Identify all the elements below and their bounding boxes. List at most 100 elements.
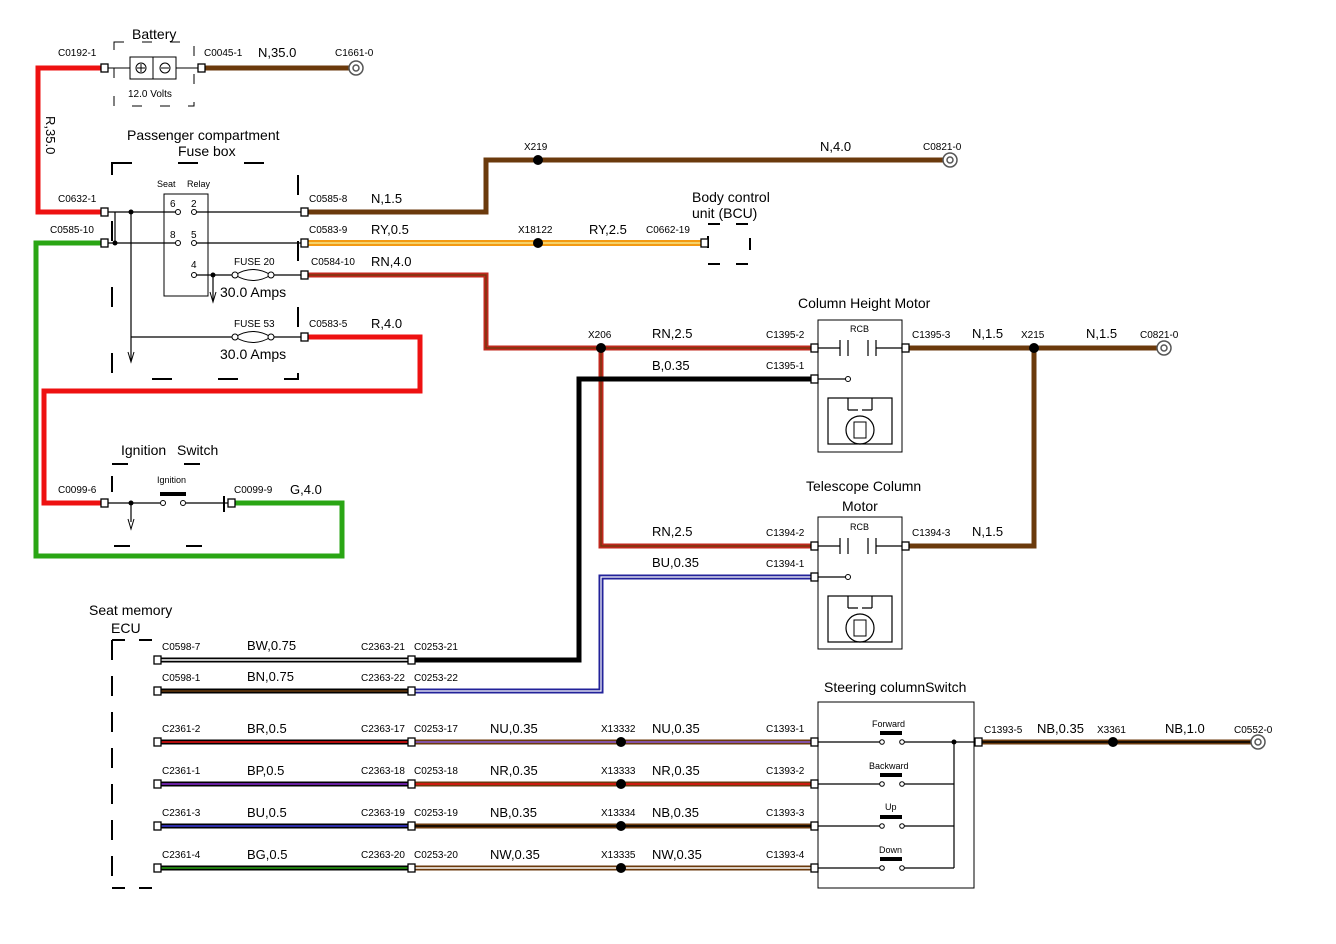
bcu-title-1: Body control	[692, 189, 770, 205]
battery-plus-icon	[135, 62, 147, 74]
switch-forward: Forward	[872, 719, 905, 729]
seat-relay	[163, 193, 209, 297]
wire-r40	[41, 334, 423, 506]
conn-c0584-10: C0584-10	[311, 257, 355, 268]
column-height-motor: Column Height Motor RCB	[798, 295, 931, 453]
wire-label: NB,0.35	[490, 805, 537, 820]
ground-c0821-b: C0821-0	[1140, 330, 1179, 341]
wire-label: RN,2.5	[652, 524, 692, 539]
steering-pin: C1393-2	[766, 766, 805, 777]
inline-conn: C0253-18	[414, 766, 458, 777]
inline-conn: C0253-19	[414, 808, 458, 819]
switch-down: Down	[879, 845, 902, 855]
ecu-pin: C2361-3	[162, 808, 201, 819]
wire-label: R,35.0	[43, 116, 58, 154]
fuse53-rating: 30.0 Amps	[220, 346, 286, 362]
wire-label: NW,0.35	[652, 847, 702, 862]
wire-label: G,4.0	[290, 482, 322, 497]
fuse53-label: FUSE 53	[234, 319, 275, 330]
wire-label: BG,0.5	[247, 847, 287, 862]
conn-c0583-9: C0583-9	[309, 225, 348, 236]
splice-label: X206	[588, 330, 612, 341]
ecu-title-2: ECU	[111, 620, 141, 636]
ground-c0821-a: C0821-0	[923, 142, 962, 153]
conn-c0585-10: C0585-10	[50, 225, 94, 236]
relay-pin-5: 5	[191, 230, 197, 241]
splice-x215	[1029, 343, 1039, 353]
switch-backward: Backward	[869, 761, 909, 771]
splice-label: X215	[1021, 330, 1045, 341]
splice-x3361	[1108, 737, 1118, 747]
splice-x13335	[616, 863, 626, 873]
wire-label: NU,0.35	[652, 721, 700, 736]
bcu-title-2: unit (BCU)	[692, 205, 757, 221]
ground-arrow-icon	[127, 518, 135, 531]
splice-x206	[596, 343, 606, 353]
ground-eyelets	[348, 60, 1266, 750]
wire-label: RN,2.5	[652, 326, 692, 341]
inline-conn: C0253-21	[414, 642, 458, 653]
fuse-53-icon	[231, 331, 275, 343]
wires	[33, 65, 1252, 871]
ground-c1661-icon	[348, 60, 364, 76]
inline-conn: C2363-21	[361, 642, 405, 653]
ecu-pin: C2361-4	[162, 850, 201, 861]
height-rcb: RCB	[850, 324, 869, 334]
ecu-pin: C2361-2	[162, 724, 201, 735]
fuse-box: Passenger compartment Fuse box Seat Rela…	[108, 127, 301, 380]
inline-conn: C2363-22	[361, 673, 405, 684]
wire-label: R,4.0	[371, 316, 402, 331]
conn-c0045: C0045-1	[204, 48, 243, 59]
splice-label: X13335	[601, 850, 636, 861]
wire-g40	[33, 240, 345, 559]
ground-c1661: C1661-0	[335, 48, 374, 59]
steering-column-switch: Steering columnSwitch Forward Backward U…	[814, 679, 982, 889]
fuse20-rating: 30.0 Amps	[220, 284, 286, 300]
ecu-pin: C0598-7	[162, 642, 201, 653]
splice-label: X18122	[518, 225, 553, 236]
splice-label: X13332	[601, 724, 636, 735]
steering-pin: C1393-3	[766, 808, 805, 819]
conn-c0585-8: C0585-8	[309, 194, 348, 205]
ignition-inner: Ignition	[157, 475, 186, 485]
relay-pin-4: 4	[191, 260, 197, 271]
ignition-switch: Ignition Switch Ignition	[108, 442, 228, 547]
relay-label-1: Seat	[157, 179, 176, 189]
ground-arrow-icon	[209, 291, 217, 304]
inline-conn: C2363-18	[361, 766, 405, 777]
ecu-pin: C0598-1	[162, 673, 201, 684]
conn-c1395-2: C1395-2	[766, 330, 805, 341]
wire-label: N,4.0	[820, 139, 851, 154]
wire-label: BW,0.75	[247, 638, 296, 653]
inline-conn: C2363-20	[361, 850, 405, 861]
seat-memory-ecu: Seat memory ECU	[89, 602, 172, 889]
fusebox-title-1: Passenger compartment	[127, 127, 280, 143]
splice-x13334	[616, 821, 626, 831]
wire-label: B,0.35	[652, 358, 690, 373]
splice-label: X13333	[601, 766, 636, 777]
conn-c1394-2: C1394-2	[766, 528, 805, 539]
tele-rcb: RCB	[850, 522, 869, 532]
wire-label: RY,0.5	[371, 222, 409, 237]
conn-c0583-5: C0583-5	[309, 319, 348, 330]
wire-label: N,35.0	[258, 45, 296, 60]
wire-label: BU,0.35	[652, 555, 699, 570]
wire-label: BU,0.5	[247, 805, 287, 820]
ground-c0552-icon	[1250, 734, 1266, 750]
wire-n15-t	[908, 348, 1037, 549]
wire-bu035	[412, 574, 812, 694]
wire-label: RY,2.5	[589, 222, 627, 237]
inline-conn: C0253-20	[414, 850, 458, 861]
battery-voltage: 12.0 Volts	[128, 89, 172, 100]
relay-label-2: Relay	[187, 179, 211, 189]
switch-up: Up	[885, 802, 897, 812]
conn-c0099-9: C0099-9	[234, 485, 273, 496]
conn-c0192: C0192-1	[58, 48, 97, 59]
inline-conn: C0253-22	[414, 673, 458, 684]
wire-n15-top	[305, 157, 945, 215]
connector-labels: C0192-1 C0045-1 C1661-0 C0632-1 C0585-10…	[50, 48, 1273, 861]
wire-label: BR,0.5	[247, 721, 287, 736]
wire-label: NU,0.35	[490, 721, 538, 736]
wire-label: N,1.5	[972, 326, 1003, 341]
wire-r35	[35, 65, 104, 215]
